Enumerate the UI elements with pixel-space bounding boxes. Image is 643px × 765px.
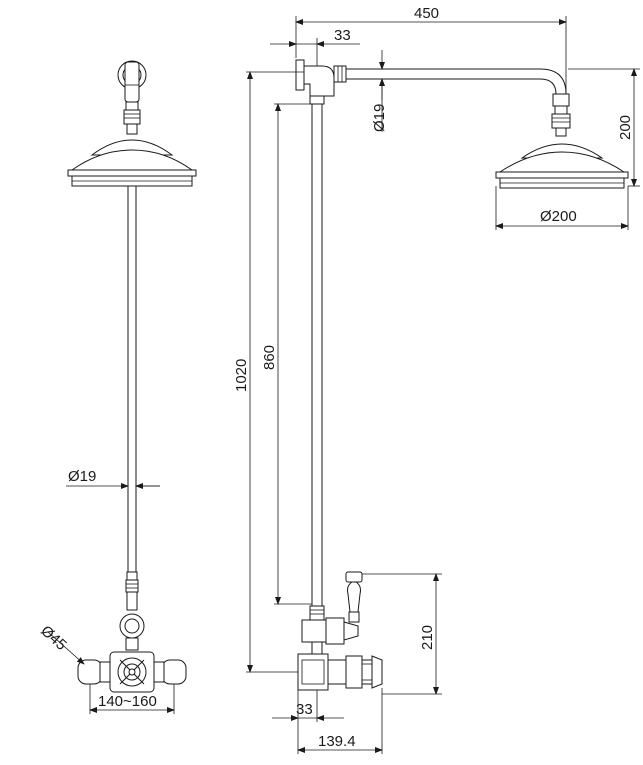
head-drop-label: 200 bbox=[617, 115, 634, 140]
knob-diameter-dimension: Ø45 bbox=[37, 622, 85, 665]
side-view: 450 33 Ø19 200 Ø200 bbox=[233, 5, 640, 754]
side-riser-pipe bbox=[309, 104, 325, 621]
arm-length-label: 450 bbox=[414, 5, 439, 22]
front-valve-body bbox=[77, 651, 187, 693]
wall-offset-label: 33 bbox=[334, 27, 351, 44]
head-drop-dimension: 200 bbox=[568, 68, 640, 187]
valve-height-dimension: 210 bbox=[362, 573, 442, 695]
valve-offset-label: 33 bbox=[296, 701, 313, 718]
side-valve-body bbox=[297, 653, 383, 691]
front-shower-head bbox=[67, 139, 197, 187]
arm-diameter-dimension: Ø19 bbox=[371, 50, 388, 132]
centers-dimension: 140~160 bbox=[89, 684, 175, 714]
arm-length-dimension: 450 bbox=[295, 5, 567, 94]
riser-length-dimension: 860 bbox=[261, 103, 312, 605]
side-wall-bracket bbox=[295, 59, 347, 105]
valve-offset-dimension: 33 bbox=[272, 690, 344, 754]
total-height-dimension: 1020 bbox=[233, 71, 304, 673]
centers-label: 140~160 bbox=[98, 693, 157, 710]
front-view: Ø19 Ø45 140~160 bbox=[37, 60, 197, 714]
front-riser-pipe bbox=[125, 186, 139, 611]
arm-diameter-label: Ø19 bbox=[371, 104, 388, 132]
valve-depth-dimension: 139.4 bbox=[297, 688, 383, 754]
side-diverter bbox=[301, 571, 363, 655]
riser-diameter-dimension: Ø19 bbox=[66, 468, 160, 489]
knob-diameter-label: Ø45 bbox=[37, 622, 69, 654]
valve-height-label: 210 bbox=[419, 625, 436, 650]
side-shower-head bbox=[495, 143, 629, 189]
head-diameter-label: Ø200 bbox=[540, 208, 577, 225]
valve-depth-label: 139.4 bbox=[318, 733, 356, 750]
head-diameter-dimension: Ø200 bbox=[495, 186, 629, 230]
total-height-label: 1020 bbox=[233, 359, 250, 392]
front-diverter bbox=[119, 613, 145, 651]
riser-length-label: 860 bbox=[261, 345, 278, 370]
side-shower-arm bbox=[346, 68, 571, 137]
front-arm-bracket bbox=[117, 60, 147, 135]
wall-offset-dimension: 33 bbox=[270, 27, 360, 66]
riser-diameter-label: Ø19 bbox=[68, 468, 96, 485]
